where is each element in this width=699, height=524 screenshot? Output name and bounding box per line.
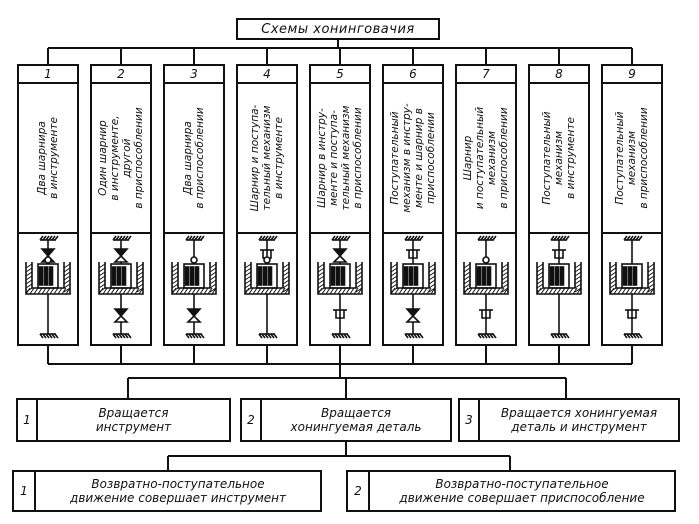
scheme-number: 1 xyxy=(19,66,77,84)
scheme-description-cell: Шарнир и поступа- тельный механизм в инс… xyxy=(238,84,296,234)
scheme-description-cell: Поступательный механизм в инстру- менте … xyxy=(384,84,442,234)
slide-fixture-icon xyxy=(603,234,661,344)
scheme-number: 4 xyxy=(238,66,296,84)
rotation-mode-label: Вращается инструмент xyxy=(95,406,172,434)
motion-mode-number: 1 xyxy=(14,472,36,510)
scheme-description: Поступательный механизм в инстру- менте … xyxy=(389,103,437,213)
scheme-description: Шарнир и поступательный механизм в присп… xyxy=(462,106,510,210)
motion-mode-label: Возвратно-поступательное движение соверш… xyxy=(399,477,645,505)
motion-mode-box: 1 Возвратно-поступательное движение совер… xyxy=(12,470,322,512)
scheme-number: 7 xyxy=(457,66,515,84)
scheme-description: Два шарнира в инструменте xyxy=(36,117,60,199)
motion-mode-number: 2 xyxy=(348,472,370,510)
rotation-mode-number: 1 xyxy=(18,400,38,440)
motion-mode-box: 2 Возвратно-поступательное движение совер… xyxy=(346,470,676,512)
slide-tool-icon xyxy=(530,234,588,344)
scheme-description-cell: Два шарнира в приспособлении xyxy=(165,84,223,234)
two-joints-tool-icon xyxy=(19,234,77,344)
scheme-description-cell: Поступательный механизм в приспособлении xyxy=(603,84,661,234)
scheme-description-cell: Шарнир и поступательный механизм в присп… xyxy=(457,84,515,234)
motion-mode-label: Возвратно-поступательное движение соверш… xyxy=(70,477,286,505)
joint-tool-slide-fixture-icon xyxy=(311,234,369,344)
scheme-description-cell: Шарнир в инстру- менте и поступа- тельны… xyxy=(311,84,369,234)
scheme-description: Один шарнир в инструменте, другой в прис… xyxy=(97,107,145,209)
rotation-mode-box: 1 Вращается инструмент xyxy=(16,398,231,442)
joint-tool-joint-fixture-icon xyxy=(92,234,150,344)
scheme-description-cell: Два шарнира в инструменте xyxy=(19,84,77,234)
scheme-number: 9 xyxy=(603,66,661,84)
scheme-description: Поступательный механизм в инструменте xyxy=(541,111,577,205)
scheme-number: 3 xyxy=(165,66,223,84)
scheme-number: 6 xyxy=(384,66,442,84)
scheme-number: 5 xyxy=(311,66,369,84)
rotation-mode-label: Вращается хонингуемая деталь xyxy=(290,406,422,434)
scheme-description-cell: Один шарнир в инструменте, другой в прис… xyxy=(92,84,150,234)
scheme-description: Шарнир в инстру- менте и поступа- тельны… xyxy=(316,105,364,211)
scheme-description: Поступательный механизм в приспособлении xyxy=(614,107,650,209)
slide-tool-joint-fixture-icon xyxy=(384,234,442,344)
scheme-description: Два шарнира в приспособлении xyxy=(182,107,206,209)
scheme-number: 8 xyxy=(530,66,588,84)
rotation-mode-box: 2 Вращается хонингуемая деталь xyxy=(240,398,452,442)
scheme-description: Шарнир и поступа- тельный механизм в инс… xyxy=(249,104,285,212)
scheme-number: 2 xyxy=(92,66,150,84)
joint-slide-tool-icon xyxy=(238,234,296,344)
rotation-mode-number: 3 xyxy=(460,400,480,440)
diagram-title: Схемы хонинговачия xyxy=(236,18,440,40)
rotation-mode-label: Вращается хонингуемая деталь и инструмен… xyxy=(500,406,658,434)
scheme-description-cell: Поступательный механизм в инструменте xyxy=(530,84,588,234)
rotation-mode-number: 2 xyxy=(242,400,262,440)
two-joints-fixture-icon xyxy=(165,234,223,344)
rotation-mode-box: 3 Вращается хонингуемая деталь и инструме… xyxy=(458,398,680,442)
joint-slide-fixture-icon xyxy=(457,234,515,344)
